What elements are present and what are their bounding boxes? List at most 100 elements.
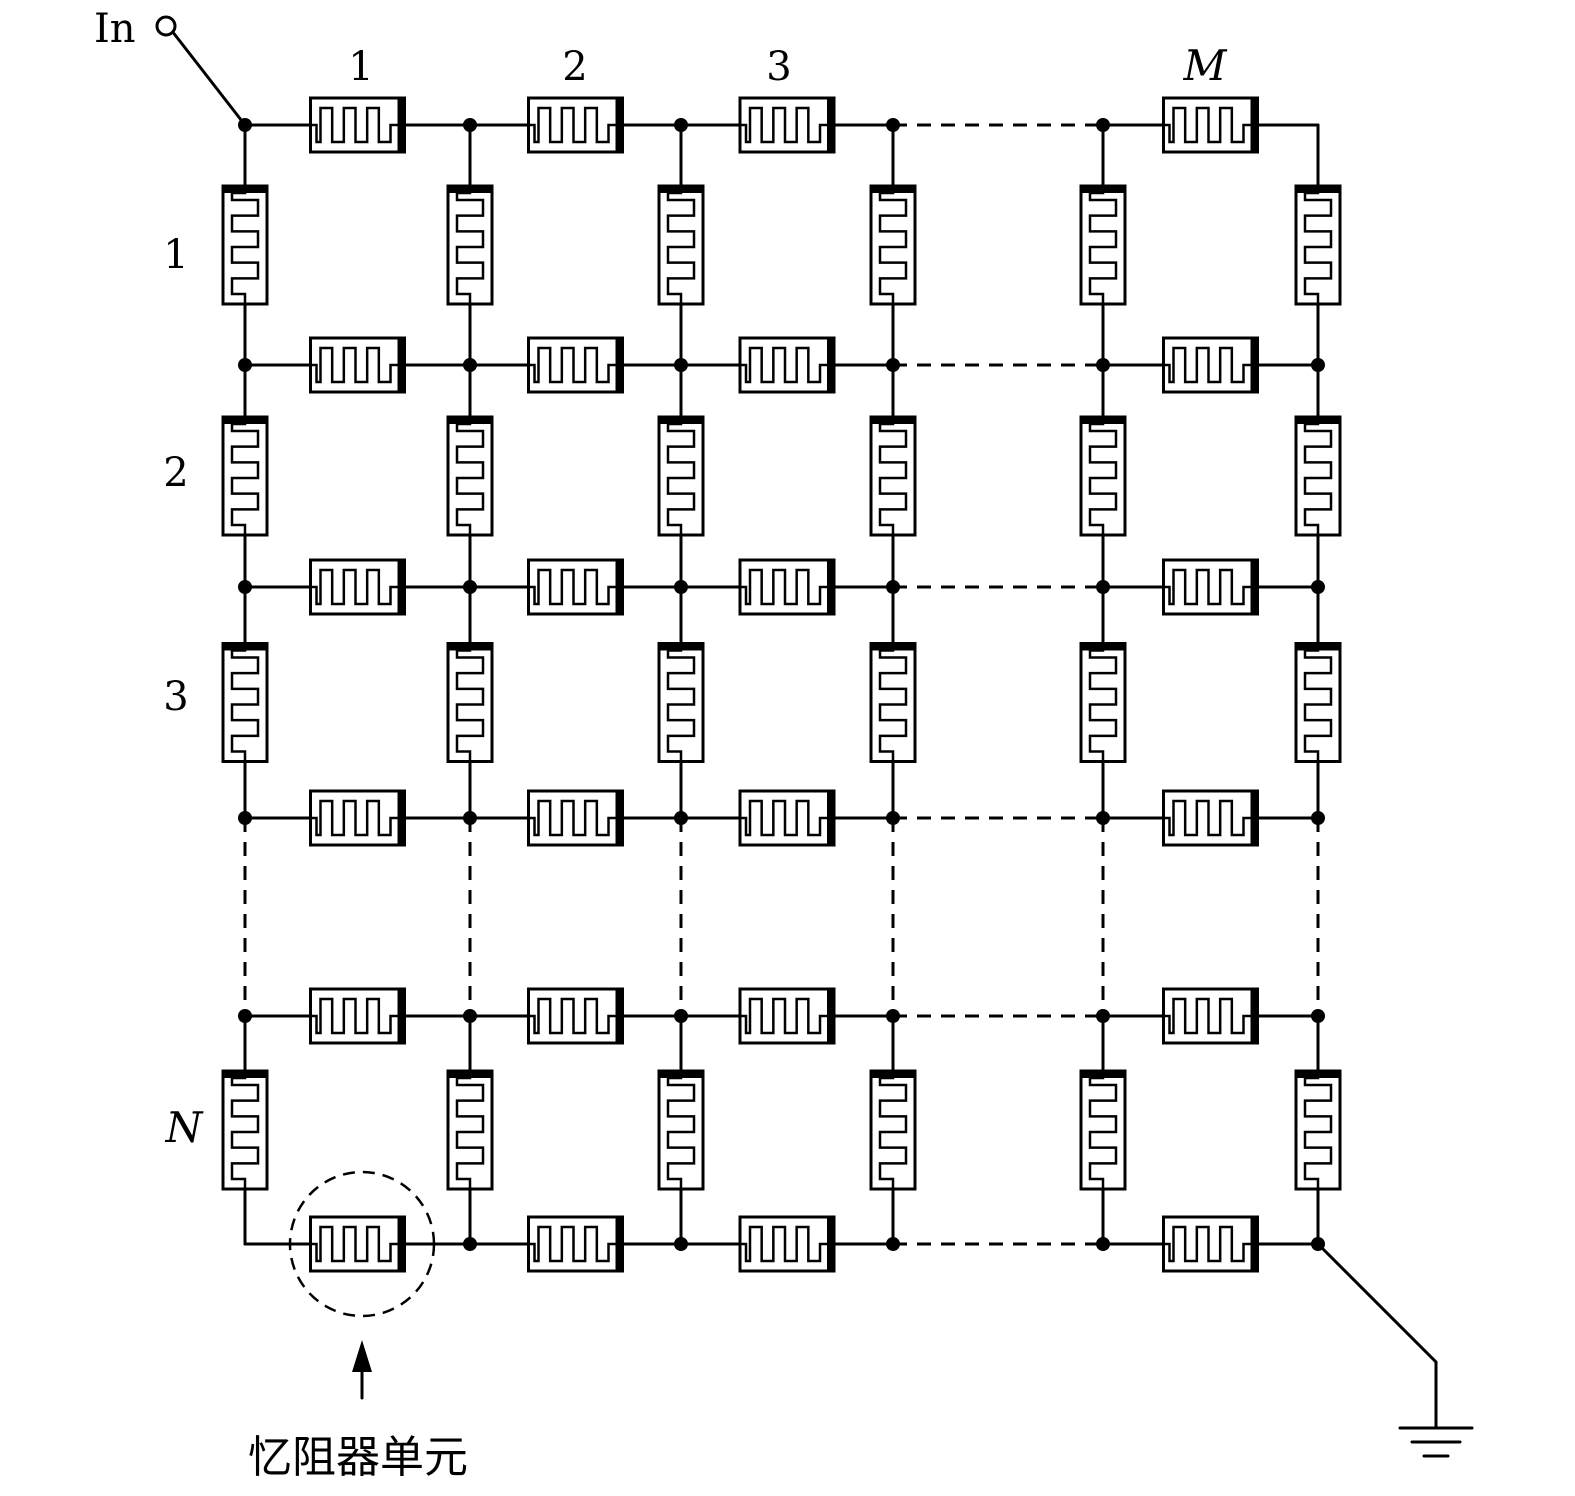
memristor-meander bbox=[310, 997, 405, 1035]
memristor-body bbox=[869, 1069, 917, 1191]
memristor-body bbox=[1294, 1069, 1342, 1191]
memristor-body bbox=[221, 415, 269, 537]
memristor-vertical bbox=[1079, 642, 1127, 763]
junction-node bbox=[674, 358, 688, 372]
memristor-meander bbox=[1088, 1071, 1118, 1189]
memristor-meander bbox=[528, 799, 623, 837]
memristor-meander bbox=[666, 1071, 696, 1189]
memristor-meander bbox=[740, 346, 834, 384]
column-label-3: 3 bbox=[766, 44, 791, 90]
memristor-meander bbox=[528, 568, 623, 606]
junction-node bbox=[1096, 811, 1110, 825]
memristor-horizontal bbox=[1162, 336, 1259, 394]
memristor-meander bbox=[1303, 417, 1333, 535]
memristor-meander bbox=[230, 643, 260, 762]
ground-lead bbox=[1316, 1242, 1438, 1430]
memristor-body bbox=[1079, 1069, 1127, 1191]
junction-node bbox=[1096, 580, 1110, 594]
junction-node bbox=[1311, 1009, 1325, 1023]
memristor-horizontal bbox=[527, 336, 624, 394]
memristor-meander bbox=[455, 186, 485, 304]
memristor-meander bbox=[310, 799, 405, 837]
memristor-body bbox=[1079, 415, 1127, 537]
junction-node bbox=[886, 811, 900, 825]
junction-node bbox=[463, 358, 477, 372]
junction-node bbox=[674, 811, 688, 825]
memristor-vertical bbox=[221, 1069, 269, 1191]
memristor-body bbox=[446, 1069, 494, 1191]
memristor-vertical bbox=[446, 184, 494, 306]
memristor-vertical bbox=[869, 642, 917, 763]
memristor-meander bbox=[666, 417, 696, 535]
memristor-body bbox=[221, 642, 269, 763]
input-lead bbox=[170, 29, 247, 127]
memristor-meander bbox=[1088, 643, 1118, 762]
memristor-horizontal bbox=[527, 1215, 624, 1273]
memristor-body bbox=[1294, 642, 1342, 763]
memristor-vertical bbox=[657, 642, 705, 763]
memristor-meander bbox=[455, 417, 485, 535]
junction-node bbox=[238, 580, 252, 594]
memristor-body bbox=[446, 642, 494, 763]
junction-node bbox=[1311, 580, 1325, 594]
memristor-meander bbox=[740, 1225, 834, 1263]
memristor-horizontal bbox=[527, 789, 624, 847]
junction-node bbox=[238, 811, 252, 825]
memristor-vertical bbox=[869, 415, 917, 537]
memristor-horizontal bbox=[309, 987, 406, 1045]
memristor-horizontal bbox=[738, 558, 836, 616]
memristor-body bbox=[221, 184, 269, 306]
highlight-circle bbox=[288, 1170, 436, 1318]
memristor-meander bbox=[1088, 417, 1118, 535]
memristor-horizontal bbox=[309, 1215, 406, 1273]
junction-node bbox=[463, 1009, 477, 1023]
junction-node bbox=[1096, 1237, 1110, 1251]
memristor-meander bbox=[1163, 346, 1258, 384]
memristor-meander bbox=[310, 568, 405, 606]
row-label-1: 1 bbox=[163, 232, 188, 278]
memristor-body bbox=[446, 415, 494, 537]
memristor-body bbox=[657, 184, 705, 306]
junction-node bbox=[238, 358, 252, 372]
memristor-vertical bbox=[1294, 415, 1342, 537]
junction-node bbox=[674, 580, 688, 594]
memristor-horizontal bbox=[1162, 789, 1259, 847]
column-label-2: 2 bbox=[562, 44, 587, 90]
junction-node bbox=[1096, 118, 1110, 132]
junction-node bbox=[238, 1009, 252, 1023]
memristor-meander bbox=[528, 106, 623, 144]
memristor-meander bbox=[878, 1071, 908, 1189]
junction-node bbox=[674, 1009, 688, 1023]
memristor-horizontal bbox=[738, 789, 836, 847]
ground-icon bbox=[1398, 1426, 1474, 1458]
junction-node bbox=[1096, 358, 1110, 372]
junction-nodes bbox=[238, 118, 1325, 1251]
column-label-m: M bbox=[1182, 41, 1227, 90]
memristor-horizontal bbox=[527, 96, 624, 154]
memristor-vertical bbox=[657, 415, 705, 537]
memristor-body bbox=[1294, 415, 1342, 537]
memristors bbox=[221, 96, 1342, 1273]
memristor-body bbox=[221, 1069, 269, 1191]
memristor-meander bbox=[1303, 643, 1333, 762]
memristor-meander bbox=[878, 643, 908, 762]
input-terminal-icon bbox=[155, 15, 177, 37]
memristor-meander bbox=[740, 106, 834, 144]
column-label-1: 1 bbox=[348, 44, 373, 90]
memristor-body bbox=[657, 1069, 705, 1191]
memristor-meander bbox=[666, 643, 696, 762]
row-label-2: 2 bbox=[163, 450, 188, 496]
memristor-meander bbox=[455, 643, 485, 762]
annotations bbox=[155, 15, 1474, 1458]
memristor-vertical bbox=[657, 184, 705, 306]
pointer-arrow-head-icon bbox=[352, 1340, 372, 1372]
memristor-body bbox=[657, 415, 705, 537]
memristor-horizontal bbox=[1162, 987, 1259, 1045]
memristor-horizontal bbox=[309, 789, 406, 847]
junction-node bbox=[1311, 811, 1325, 825]
memristor-body bbox=[869, 642, 917, 763]
memristor-meander bbox=[740, 568, 834, 606]
junction-node bbox=[463, 118, 477, 132]
memristor-vertical bbox=[1294, 642, 1342, 763]
